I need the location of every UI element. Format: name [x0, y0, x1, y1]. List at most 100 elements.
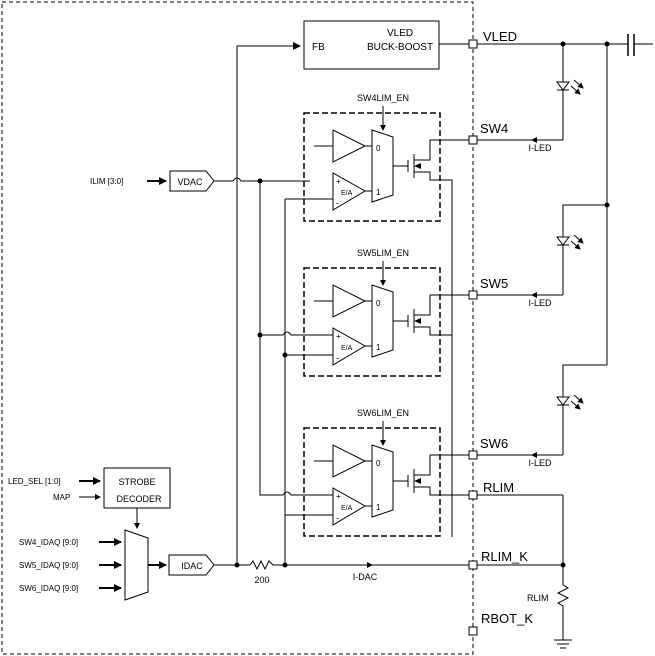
- mux-input-sw5: SW5_IDAQ [9:0]: [19, 561, 78, 570]
- current-limit-block: [303, 427, 441, 537]
- vdac-sw6-wire: [259, 335, 333, 496]
- led-icon: [556, 81, 570, 91]
- buck-boost-block: VLED BUCK-BOOST FB: [303, 20, 440, 70]
- svg-text:DECODER: DECODER: [116, 494, 162, 504]
- svg-text:VDAC: VDAC: [177, 177, 203, 187]
- pin-label: SW6: [480, 436, 508, 451]
- idac-fb-dot: [234, 562, 240, 568]
- mux-input-1: 1: [376, 503, 381, 512]
- mosfet-arrow: [414, 478, 421, 484]
- vled-bus-dot: [604, 202, 610, 208]
- mux-input-0: 0: [376, 459, 381, 468]
- ilim-label: ILIM [3:0]: [90, 177, 123, 186]
- led-current-label: I-LED: [528, 143, 552, 153]
- ea-label: E/A: [341, 345, 353, 352]
- current-limit-block: [303, 112, 441, 222]
- ground-icon: [554, 639, 572, 649]
- mosfet-arrow: [414, 163, 421, 169]
- current-limit-block: [303, 267, 441, 377]
- pin-label: SW5: [480, 276, 508, 291]
- error-amp: [332, 172, 366, 211]
- enable-label: SW4LIM_EN: [357, 93, 409, 103]
- series-resistor: [249, 559, 469, 571]
- vdac-block: VDAC: [169, 170, 215, 192]
- enable-label: SW6LIM_EN: [357, 408, 409, 418]
- rlim-resistor-label: RLIM: [527, 593, 549, 603]
- vdac-sw5-wire: [259, 181, 333, 336]
- mux-input-1: 1: [376, 343, 381, 352]
- pin-vled: VLED: [468, 29, 517, 49]
- fb-label: FB: [312, 42, 325, 53]
- error-amp: [332, 327, 366, 366]
- idac-block: IDAC: [168, 554, 215, 576]
- mux-input-0: 0: [376, 299, 381, 308]
- mux-input-1: 1: [376, 188, 381, 197]
- svg-text:VLED: VLED: [483, 29, 517, 44]
- ea-minus: -: [336, 198, 339, 208]
- mosfet-icon: [407, 455, 453, 537]
- led-emission-icon: [573, 394, 584, 404]
- mosfet-arrow: [414, 318, 421, 324]
- mux-input-0: 0: [376, 144, 381, 153]
- led-anode-wire: [562, 204, 607, 237]
- series-resistor-value: 200: [254, 575, 269, 585]
- pin-rlim: RLIM: [468, 480, 514, 500]
- svg-text:IDAC: IDAC: [181, 561, 203, 571]
- led-emission-icon: [570, 85, 581, 95]
- enable-label: SW5LIM_EN: [357, 248, 409, 258]
- led-current-label: I-LED: [528, 298, 552, 308]
- mux-input-sw6: SW6_IDAQ [9:0]: [19, 584, 78, 593]
- pin-square: [468, 450, 478, 460]
- led-emission-icon: [573, 79, 584, 89]
- mosfet-icon: [407, 140, 453, 222]
- buffer-amp: [332, 284, 367, 318]
- led-sel-label: LED_SEL [1:0]: [8, 477, 61, 486]
- idac-sw5-dot: [282, 352, 288, 358]
- pin-square: [468, 135, 478, 145]
- strobe-decoder-block: STROBE DECODER: [103, 467, 171, 509]
- ea-plus: +: [336, 332, 341, 341]
- ea-minus: -: [336, 353, 339, 363]
- limit-mux: [371, 284, 394, 358]
- output-capacitor: [627, 34, 653, 56]
- mux-input-sw4: SW4_IDAQ [9:0]: [19, 538, 78, 547]
- ic-boundary: [1, 1, 474, 655]
- mosfet-icon: [407, 295, 453, 377]
- pin-rlim-k: RLIM_K: [468, 549, 528, 570]
- ea-label: E/A: [341, 505, 353, 512]
- svg-text:STROBE: STROBE: [118, 477, 155, 487]
- pin-rbot-k: RBOT_K: [468, 611, 533, 636]
- led-current-label: I-LED: [528, 458, 552, 468]
- vdac-wire: [214, 177, 310, 182]
- pin-square: [468, 290, 478, 300]
- led-emission-icon: [570, 400, 581, 410]
- ea-plus: +: [336, 492, 341, 501]
- buffer-amp: [332, 129, 367, 163]
- svg-text:RBOT_K: RBOT_K: [481, 611, 533, 626]
- ea-plus: +: [336, 177, 341, 186]
- error-amp: [332, 487, 366, 526]
- buck-boost-title: VLED: [387, 28, 413, 39]
- pin-label: SW4: [480, 121, 508, 136]
- led-emission-icon: [570, 240, 581, 250]
- fb-wire: [236, 42, 301, 565]
- buffer-amp: [332, 444, 367, 478]
- ea-label: E/A: [341, 190, 353, 197]
- limit-mux: [371, 129, 394, 203]
- led-emission-icon: [573, 234, 584, 244]
- led-icon: [556, 236, 570, 246]
- input-mux: [124, 529, 149, 601]
- channels: SW4LIM_EN+-E/A01SW4I-LEDSW5LIM_EN+-E/A01…: [303, 44, 610, 537]
- svg-text:RLIM_K: RLIM_K: [481, 549, 528, 564]
- limit-mux: [371, 444, 394, 518]
- led-icon: [556, 396, 570, 406]
- led-anode-wire: [562, 364, 607, 397]
- svg-text:RLIM: RLIM: [483, 480, 514, 495]
- idac-current-label: I-DAC: [353, 572, 378, 582]
- map-label: MAP: [53, 493, 70, 502]
- ea-minus: -: [336, 513, 339, 523]
